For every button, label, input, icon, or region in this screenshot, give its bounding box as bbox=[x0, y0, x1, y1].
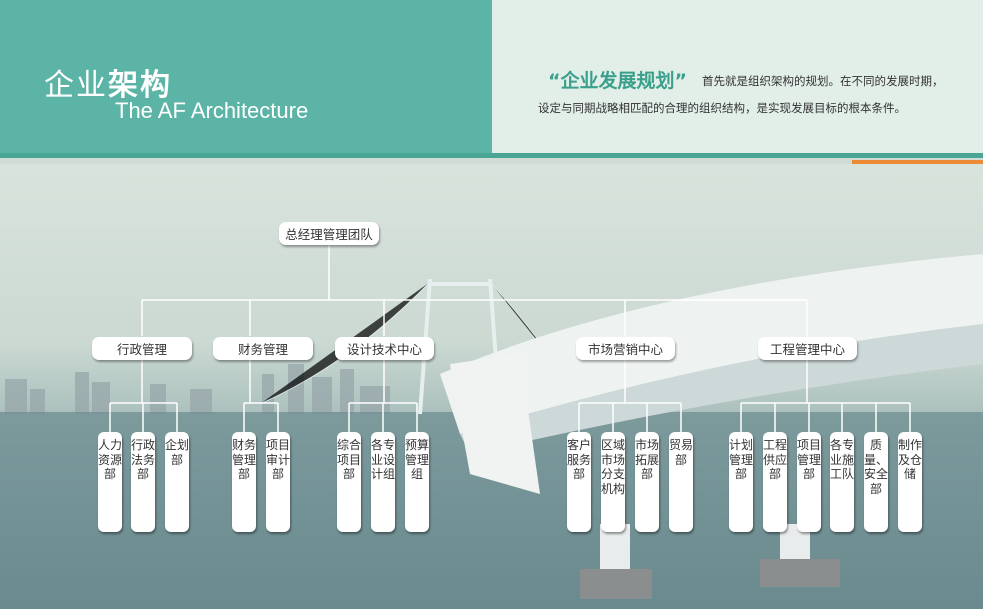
center-admin: 行政管理 bbox=[92, 337, 192, 360]
dept-box: 项目审计部 bbox=[266, 432, 290, 532]
description-line-1: 首先就是组织架构的规划。在不同的发展时期， bbox=[702, 74, 944, 88]
dept-box: 客户服务部 bbox=[567, 432, 591, 532]
dept-box: 人力资源部 bbox=[98, 432, 122, 532]
dept-box: 预算管理组 bbox=[405, 432, 429, 532]
dept-box: 综合项目部 bbox=[337, 432, 361, 532]
center-marketing: 市场营销中心 bbox=[576, 337, 675, 360]
title-bold: 架构 bbox=[108, 68, 172, 103]
dept-box: 行政法务部 bbox=[131, 432, 155, 532]
center-design: 设计技术中心 bbox=[335, 337, 434, 360]
org-root-box: 总经理管理团队 bbox=[279, 222, 379, 245]
dept-box: 财务管理部 bbox=[232, 432, 256, 532]
dept-box: 项目管理部 bbox=[797, 432, 821, 532]
accent-bar bbox=[852, 160, 983, 164]
header-title-panel bbox=[0, 0, 492, 156]
dept-box: 市场拓展部 bbox=[635, 432, 659, 532]
quote-heading: “企业发展规划” bbox=[548, 70, 687, 92]
dept-box: 贸易部 bbox=[669, 432, 693, 532]
center-finance: 财务管理 bbox=[213, 337, 313, 360]
dept-box: 各专业设计组 bbox=[371, 432, 395, 532]
dept-box: 各专业施工队 bbox=[830, 432, 854, 532]
title-light: 企业 bbox=[44, 68, 108, 103]
dept-box: 工程供应部 bbox=[763, 432, 787, 532]
description-line-2: 设定与同期战略相匹配的合理的组织结构，是实现发展目标的根本条件。 bbox=[538, 101, 906, 115]
header-divider bbox=[0, 153, 983, 158]
center-engineering: 工程管理中心 bbox=[758, 337, 857, 360]
header-description-panel bbox=[492, 0, 983, 156]
page-title-en: The AF Architecture bbox=[115, 98, 309, 123]
dept-box: 质量、安全部 bbox=[864, 432, 888, 532]
dept-box: 区域市场分支机构 bbox=[601, 432, 625, 532]
dept-box: 企划部 bbox=[165, 432, 189, 532]
dept-box: 制作及仓储 bbox=[898, 432, 922, 532]
page-title-cn: 企业架构 bbox=[44, 60, 172, 104]
dept-box: 计划管理部 bbox=[729, 432, 753, 532]
